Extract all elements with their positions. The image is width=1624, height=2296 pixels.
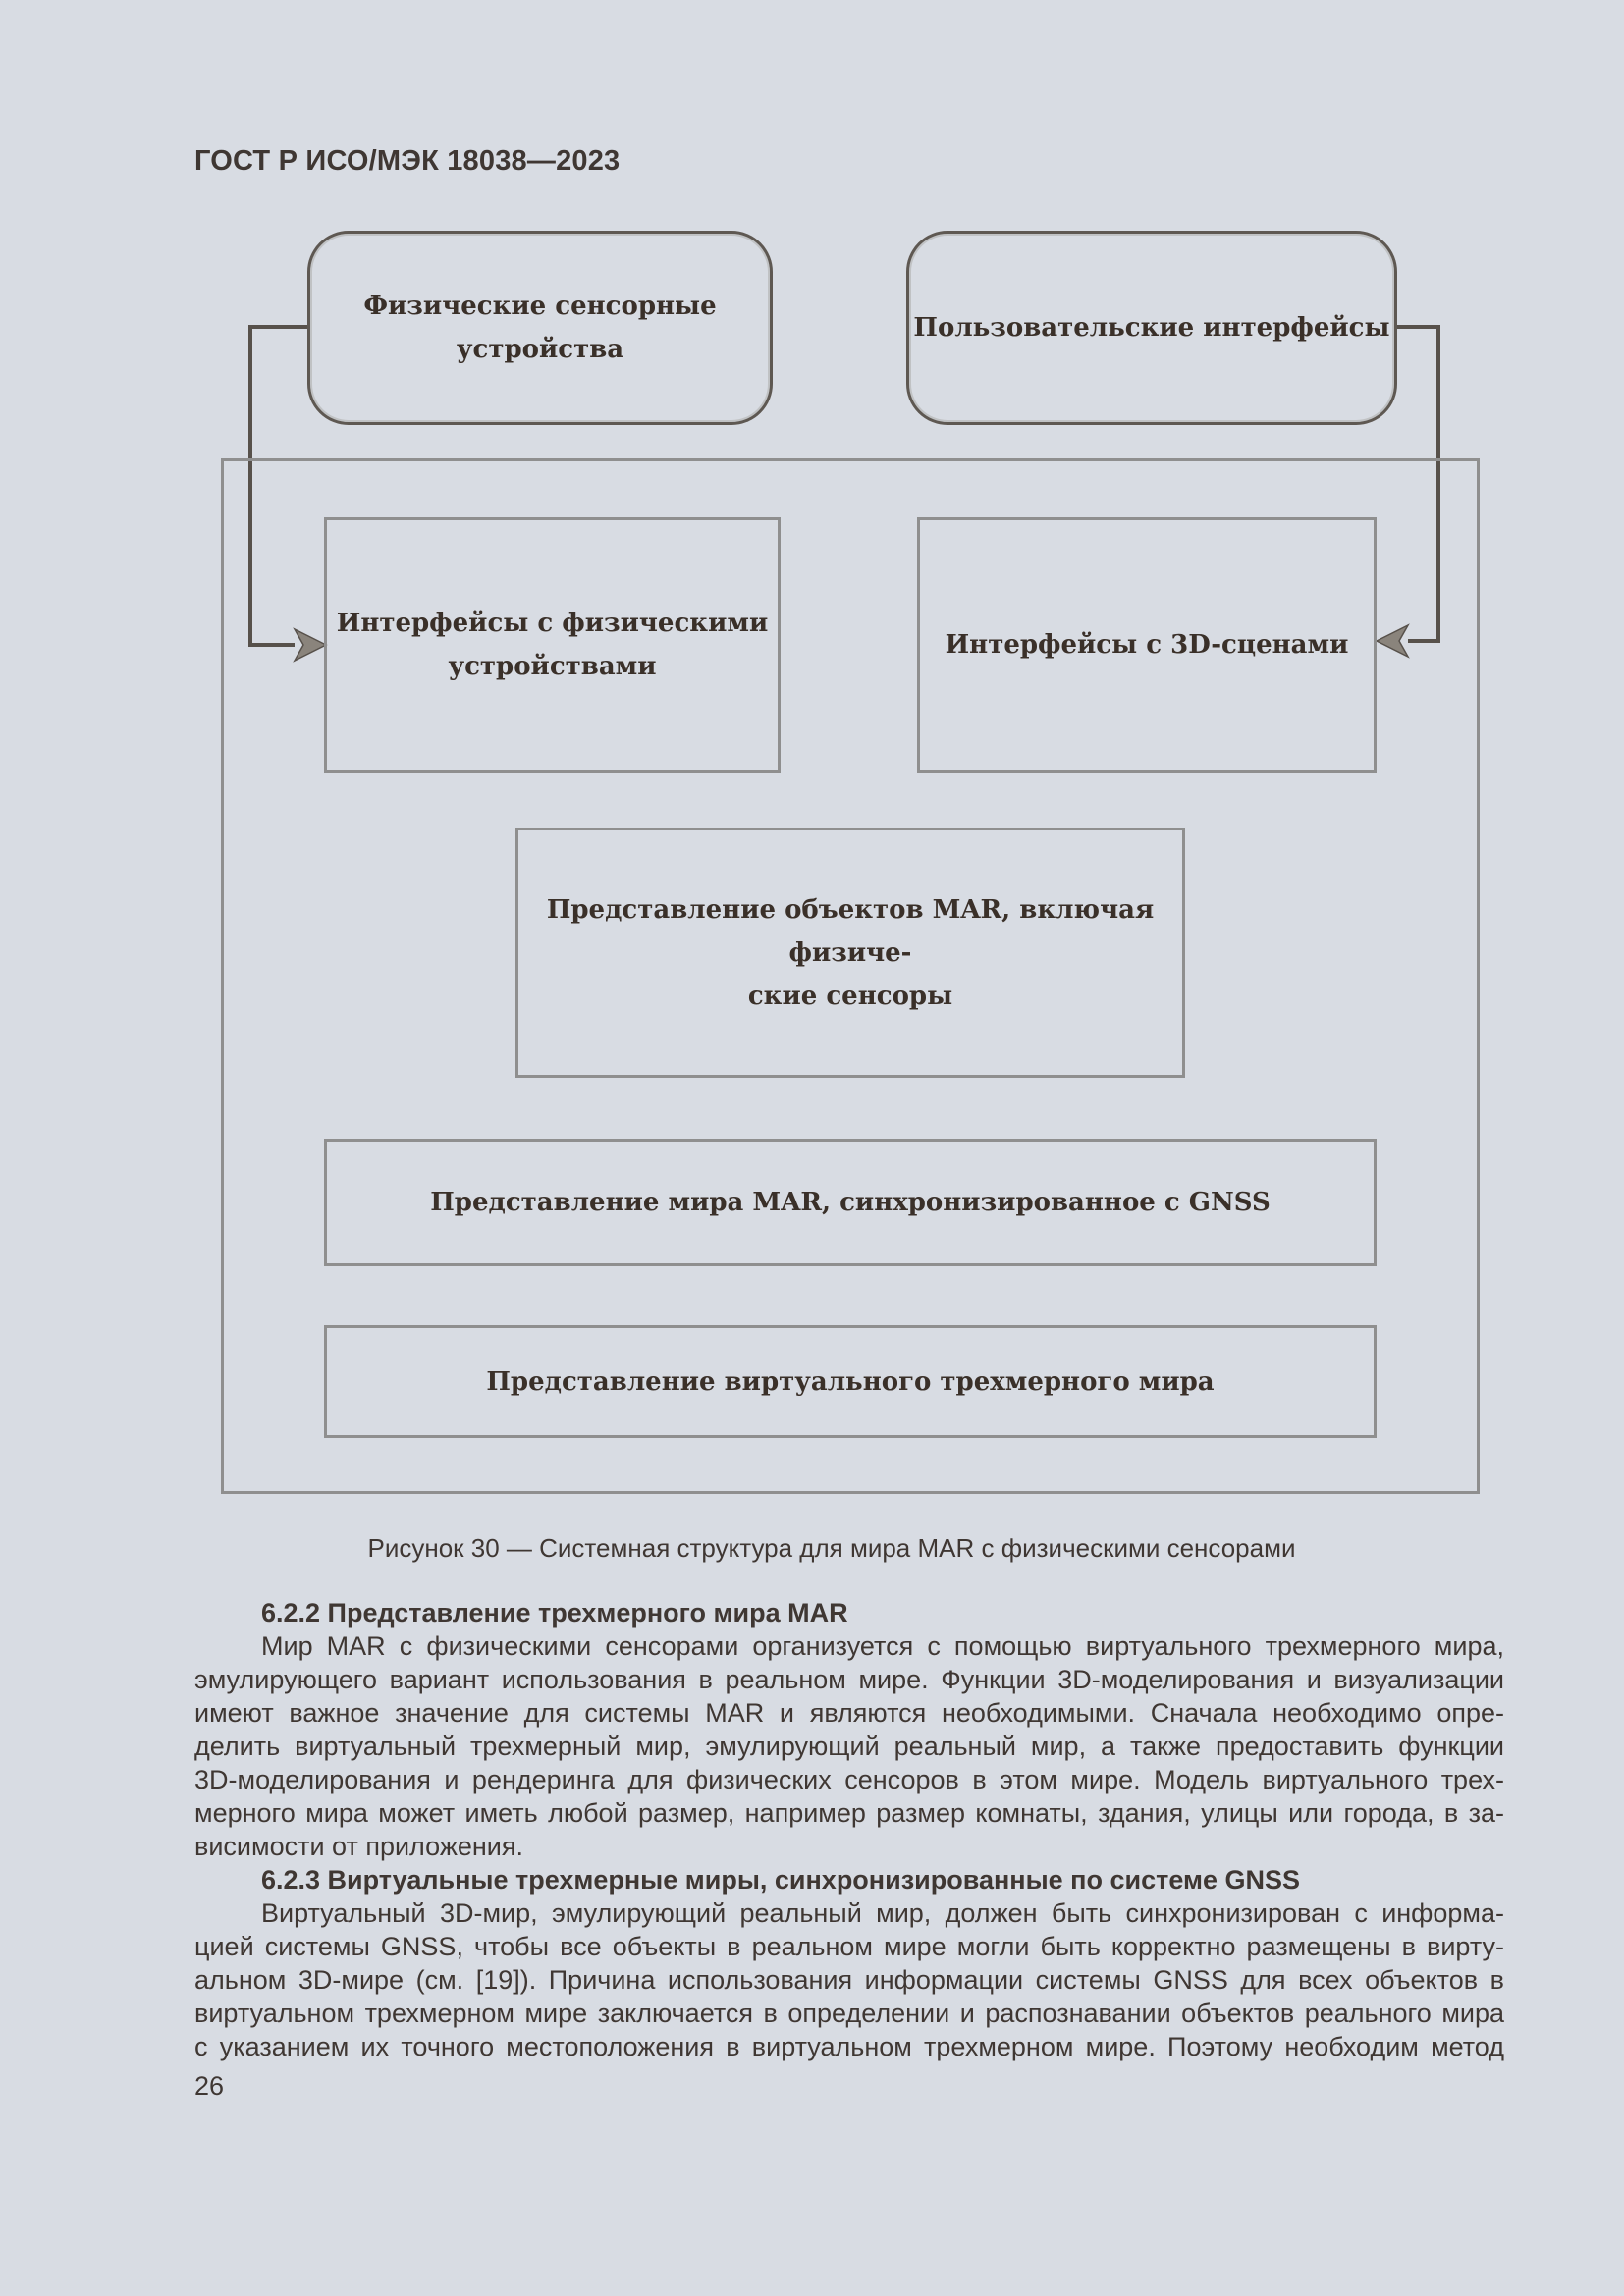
text-line: с указанием их точного местоположения в …	[194, 2032, 1504, 2061]
text-line: эмулирующего вариант использования в реа…	[194, 1665, 1504, 1694]
box-user-interfaces: Пользовательские интерфейсы	[906, 231, 1397, 425]
figure-caption: Рисунок 30 — Системная структура для мир…	[367, 1533, 1296, 1563]
left-arrowhead-icon	[293, 627, 328, 663]
box-label: Пользовательские интерфейсы	[913, 313, 1390, 343]
box-mar-objects-representation: Представление объектов MAR, включая физи…	[515, 828, 1185, 1078]
left-connector-line	[248, 325, 307, 647]
box-mar-world-gnss: Представление мира MAR, синхронизированн…	[324, 1139, 1377, 1266]
text-line: цией системы GNSS, чтобы все объекты в р…	[194, 1932, 1504, 1961]
box-virtual-3d-world: Представление виртуального трехмерного м…	[324, 1325, 1377, 1438]
box-label: Интерфейсы с физическими	[336, 609, 769, 638]
box-physical-sensor-devices: Физические сенсорные устройства	[307, 231, 773, 425]
box-label: устройствами	[448, 652, 657, 681]
text-line: Виртуальный 3D-мир, эмулирующий реальный…	[261, 1898, 1504, 1928]
box-label: Представление виртуального трехмерного м…	[486, 1366, 1215, 1397]
system-container-box	[221, 458, 1480, 1494]
page-number: 26	[194, 2071, 225, 2101]
box-label: Физические сенсорные устройства	[363, 292, 717, 364]
text-line: виртуальном трехмерном мире заключается …	[194, 1999, 1504, 2028]
text-line: делить виртуальный трехмерный мир, эмули…	[194, 1732, 1504, 1761]
box-label: Представление объектов MAR, включая физи…	[546, 894, 1155, 968]
box-label: Представление мира MAR, синхронизированн…	[430, 1188, 1271, 1217]
document-title: ГОСТ Р ИСО/МЭК 18038—2023	[194, 145, 621, 177]
section-heading-622: 6.2.2 Представление трехмерного мира MAR	[261, 1598, 848, 1628]
text-line: Мир MAR с физическими сенсорами организу…	[261, 1631, 1504, 1661]
right-connector-line	[1397, 325, 1440, 643]
text-line: мерного мира может иметь любой размер, н…	[194, 1798, 1504, 1828]
text-line: альном 3D-мире (см. [19]). Причина испол…	[194, 1965, 1504, 1995]
section-heading-623: 6.2.3 Виртуальные трехмерные миры, синхр…	[261, 1865, 1300, 1895]
box-3d-scene-interfaces: Интерфейсы с 3D-сценами	[917, 517, 1377, 773]
body-text: 6.2.2 Представление трехмерного мира MAR…	[194, 1596, 1504, 2063]
text-line: имеют важное значение для системы MAR и …	[194, 1698, 1504, 1728]
text-line: 3D-моделирования и рендеринга для физиче…	[194, 1765, 1504, 1794]
connector-arrows	[248, 325, 1440, 663]
box-label: ские сенсоры	[747, 981, 953, 1011]
box-label: Интерфейсы с 3D-сценами	[945, 630, 1349, 660]
text-line: висимости от приложения.	[194, 1832, 524, 1861]
box-physical-device-interfaces: Интерфейсы с физическими устройствами	[324, 517, 781, 773]
figure-30-diagram: Физические сенсорные устройства Пользова…	[221, 231, 1480, 1494]
right-arrowhead-icon	[1375, 623, 1410, 659]
